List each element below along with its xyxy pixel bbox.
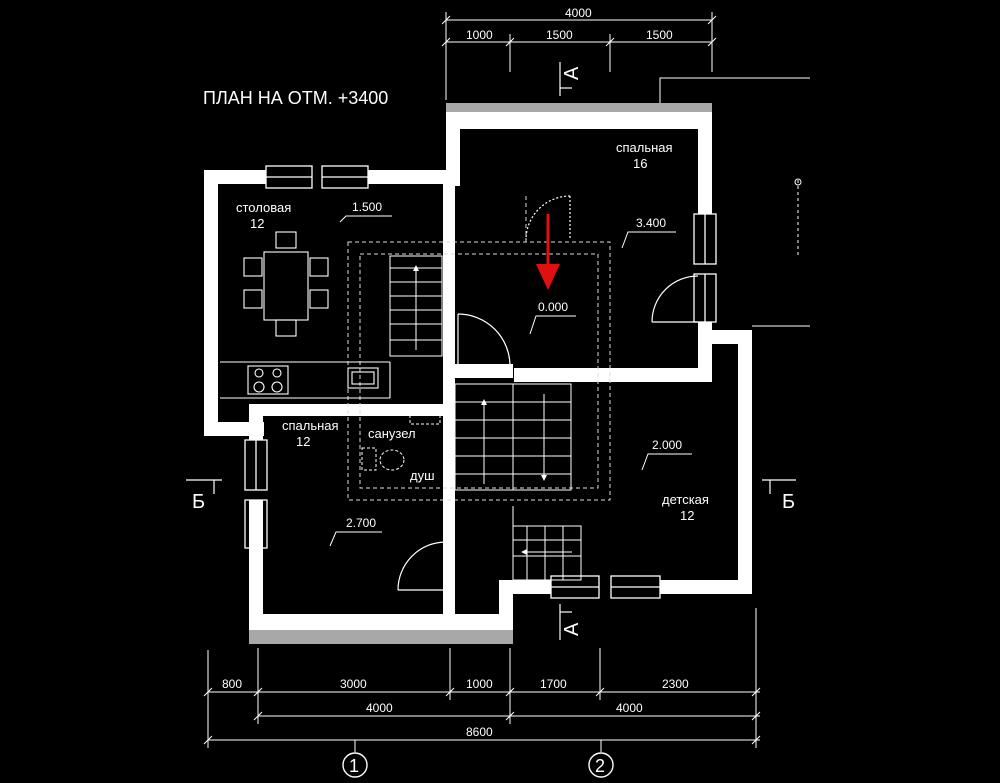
dim-bottom-5: 2300: [662, 677, 689, 691]
level-2000: 2.000: [652, 438, 682, 452]
axis-1: 1: [349, 756, 359, 776]
dim-bottom-3: 1000: [466, 677, 493, 691]
top-dimensions: [441, 12, 717, 100]
room-area-dining: 12: [250, 216, 264, 231]
kitchen-counter: [220, 361, 391, 399]
dim-top-3: 1500: [646, 28, 673, 42]
level-1500: 1.500: [352, 200, 382, 214]
room-name-bedroom-lower: спальная: [282, 418, 339, 433]
dim-bottom-mid-1: 4000: [366, 701, 393, 715]
stairs: [389, 255, 582, 581]
dim-top-total: 4000: [565, 6, 592, 20]
level-3400: 3.400: [636, 216, 666, 230]
entrance-arrow: [536, 214, 560, 290]
dim-bottom-4: 1700: [540, 677, 567, 691]
level-0000: 0.000: [538, 300, 568, 314]
section-a-top: А: [561, 66, 583, 80]
room-labels: столовая 12 спальная 16 спальная 12 сану…: [236, 140, 709, 523]
dim-bottom-total: 8600: [466, 725, 493, 739]
room-area-bedroom-lower: 12: [296, 434, 310, 449]
room-name-bedroom-upper: спальная: [616, 140, 673, 155]
doors: [397, 195, 699, 591]
axis-markers: [342, 752, 614, 778]
room-name-children: детская: [662, 492, 709, 507]
section-marks: [186, 62, 796, 640]
section-b-right: Б: [782, 491, 795, 513]
bathroom-fixtures: [361, 409, 441, 471]
bottom-dimensions: [203, 608, 761, 752]
dim-bottom-mid-2: 4000: [616, 701, 643, 715]
plan-title: ПЛАН НА ОТМ. +3400: [203, 88, 388, 108]
room-area-children: 12: [680, 508, 694, 523]
dim-bottom-1: 800: [222, 677, 242, 691]
section-b-left: Б: [192, 491, 205, 513]
room-name-shower: душ: [410, 468, 435, 483]
walls: [204, 112, 752, 630]
dim-bottom-2: 3000: [340, 677, 367, 691]
insulation-bands: [249, 103, 712, 644]
axis-2: 2: [595, 756, 605, 776]
dim-top-1: 1000: [466, 28, 493, 42]
room-name-dining: столовая: [236, 200, 291, 215]
section-a-bottom: А: [561, 622, 583, 636]
exterior-outline: [659, 77, 810, 327]
dining-furniture: [243, 231, 329, 337]
room-area-bedroom-upper: 16: [633, 156, 647, 171]
level-marks: [329, 215, 692, 547]
dim-top-2: 1500: [546, 28, 573, 42]
room-name-bathroom: санузел: [368, 426, 416, 441]
windows: [244, 165, 717, 599]
level-2700: 2.700: [346, 516, 376, 530]
